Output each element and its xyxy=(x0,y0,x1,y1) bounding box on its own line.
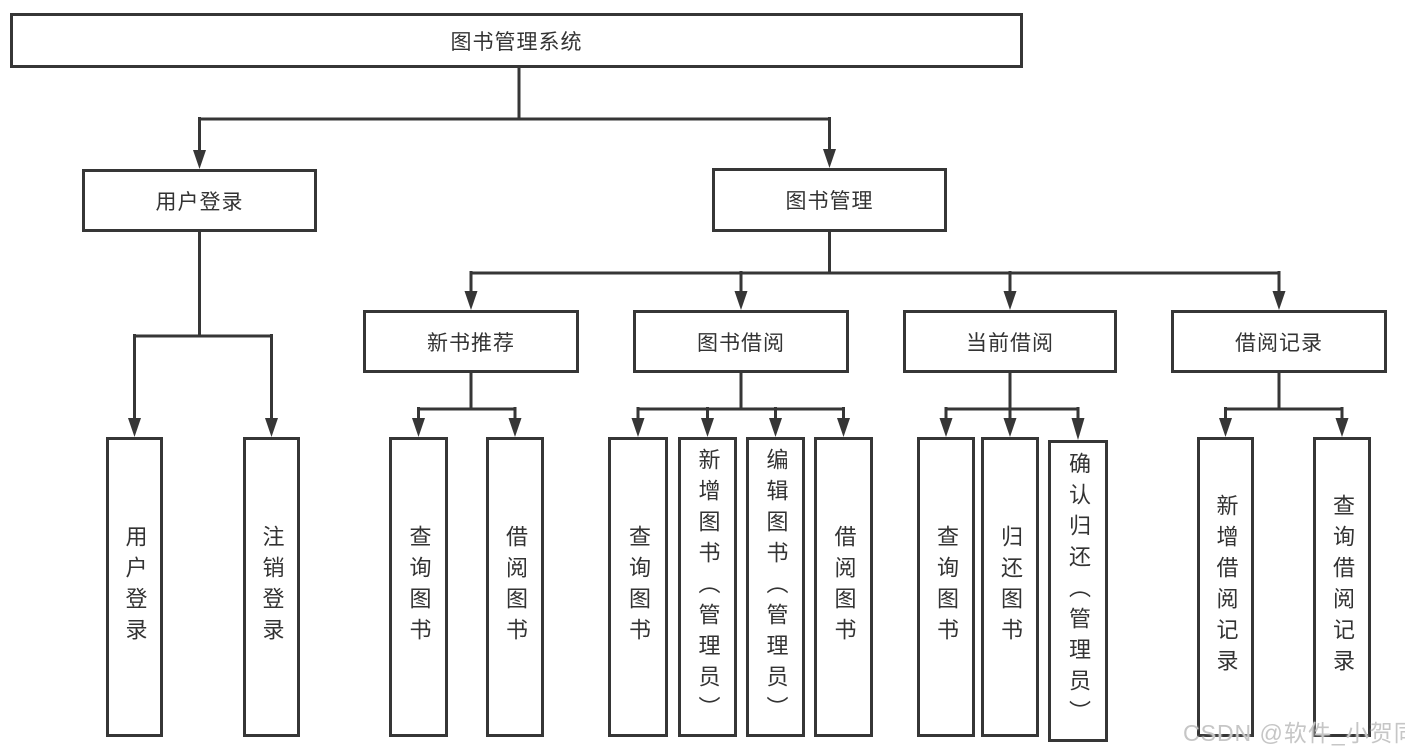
node-book-borrow-label: 图书借阅 xyxy=(697,331,785,355)
node-borrow-records-label: 借阅记录 xyxy=(1235,331,1323,355)
node-leaf-edit-book-admin-label: 编辑图书（管理员） xyxy=(763,447,789,727)
node-new-book-recommend-label: 新书推荐 xyxy=(427,331,515,355)
node-leaf-query-books-2: 查询图书 xyxy=(608,437,668,737)
watermark: CSDN @软件_小贺同学 xyxy=(1183,720,1405,746)
node-leaf-confirm-return-admin: 确认归还（管理员） xyxy=(1048,440,1108,742)
node-leaf-query-books-1-label: 查询图书 xyxy=(406,525,432,649)
node-leaf-query-books-3: 查询图书 xyxy=(917,437,975,737)
node-leaf-return-books-label: 归还图书 xyxy=(998,525,1023,649)
node-leaf-user-login: 用户登录 xyxy=(106,437,163,737)
node-leaf-add-borrow-record-label: 新增借阅记录 xyxy=(1213,494,1239,680)
node-book-management: 图书管理 xyxy=(712,168,947,232)
node-new-book-recommend: 新书推荐 xyxy=(363,310,579,373)
node-leaf-borrow-books-1-label: 借阅图书 xyxy=(503,525,528,649)
node-user-login-label: 用户登录 xyxy=(155,190,244,214)
node-book-borrow: 图书借阅 xyxy=(633,310,849,373)
node-leaf-borrow-books-1: 借阅图书 xyxy=(486,437,544,737)
node-leaf-logout-label: 注销登录 xyxy=(259,525,285,649)
node-leaf-query-books-1: 查询图书 xyxy=(389,437,448,737)
node-borrow-records: 借阅记录 xyxy=(1171,310,1387,373)
node-user-login: 用户登录 xyxy=(82,169,317,232)
node-root: 图书管理系统 xyxy=(10,13,1023,68)
node-current-borrow: 当前借阅 xyxy=(903,310,1117,373)
node-book-management-label: 图书管理 xyxy=(785,190,874,213)
node-leaf-query-borrow-record: 查询借阅记录 xyxy=(1313,437,1371,737)
node-leaf-borrow-books-2: 借阅图书 xyxy=(814,437,873,737)
node-leaf-edit-book-admin: 编辑图书（管理员） xyxy=(746,437,805,737)
node-leaf-logout: 注销登录 xyxy=(243,437,300,737)
node-leaf-borrow-books-2-label: 借阅图书 xyxy=(831,525,857,649)
node-leaf-query-books-2-label: 查询图书 xyxy=(626,525,651,649)
arrowhead-group xyxy=(128,149,1349,440)
node-leaf-add-book-admin-label: 新增图书（管理员） xyxy=(695,447,721,727)
node-leaf-user-login-label: 用户登录 xyxy=(122,525,148,649)
node-leaf-query-borrow-record-label: 查询借阅记录 xyxy=(1330,494,1355,680)
node-root-label: 图书管理系统 xyxy=(450,30,583,54)
node-leaf-add-book-admin: 新增图书（管理员） xyxy=(678,437,737,737)
node-current-borrow-label: 当前借阅 xyxy=(966,331,1054,355)
node-leaf-query-books-3-label: 查询图书 xyxy=(934,525,959,649)
node-leaf-add-borrow-record: 新增借阅记录 xyxy=(1197,437,1254,737)
node-leaf-confirm-return-admin-label: 确认归还（管理员） xyxy=(1066,451,1091,731)
node-leaf-return-books: 归还图书 xyxy=(981,437,1039,737)
